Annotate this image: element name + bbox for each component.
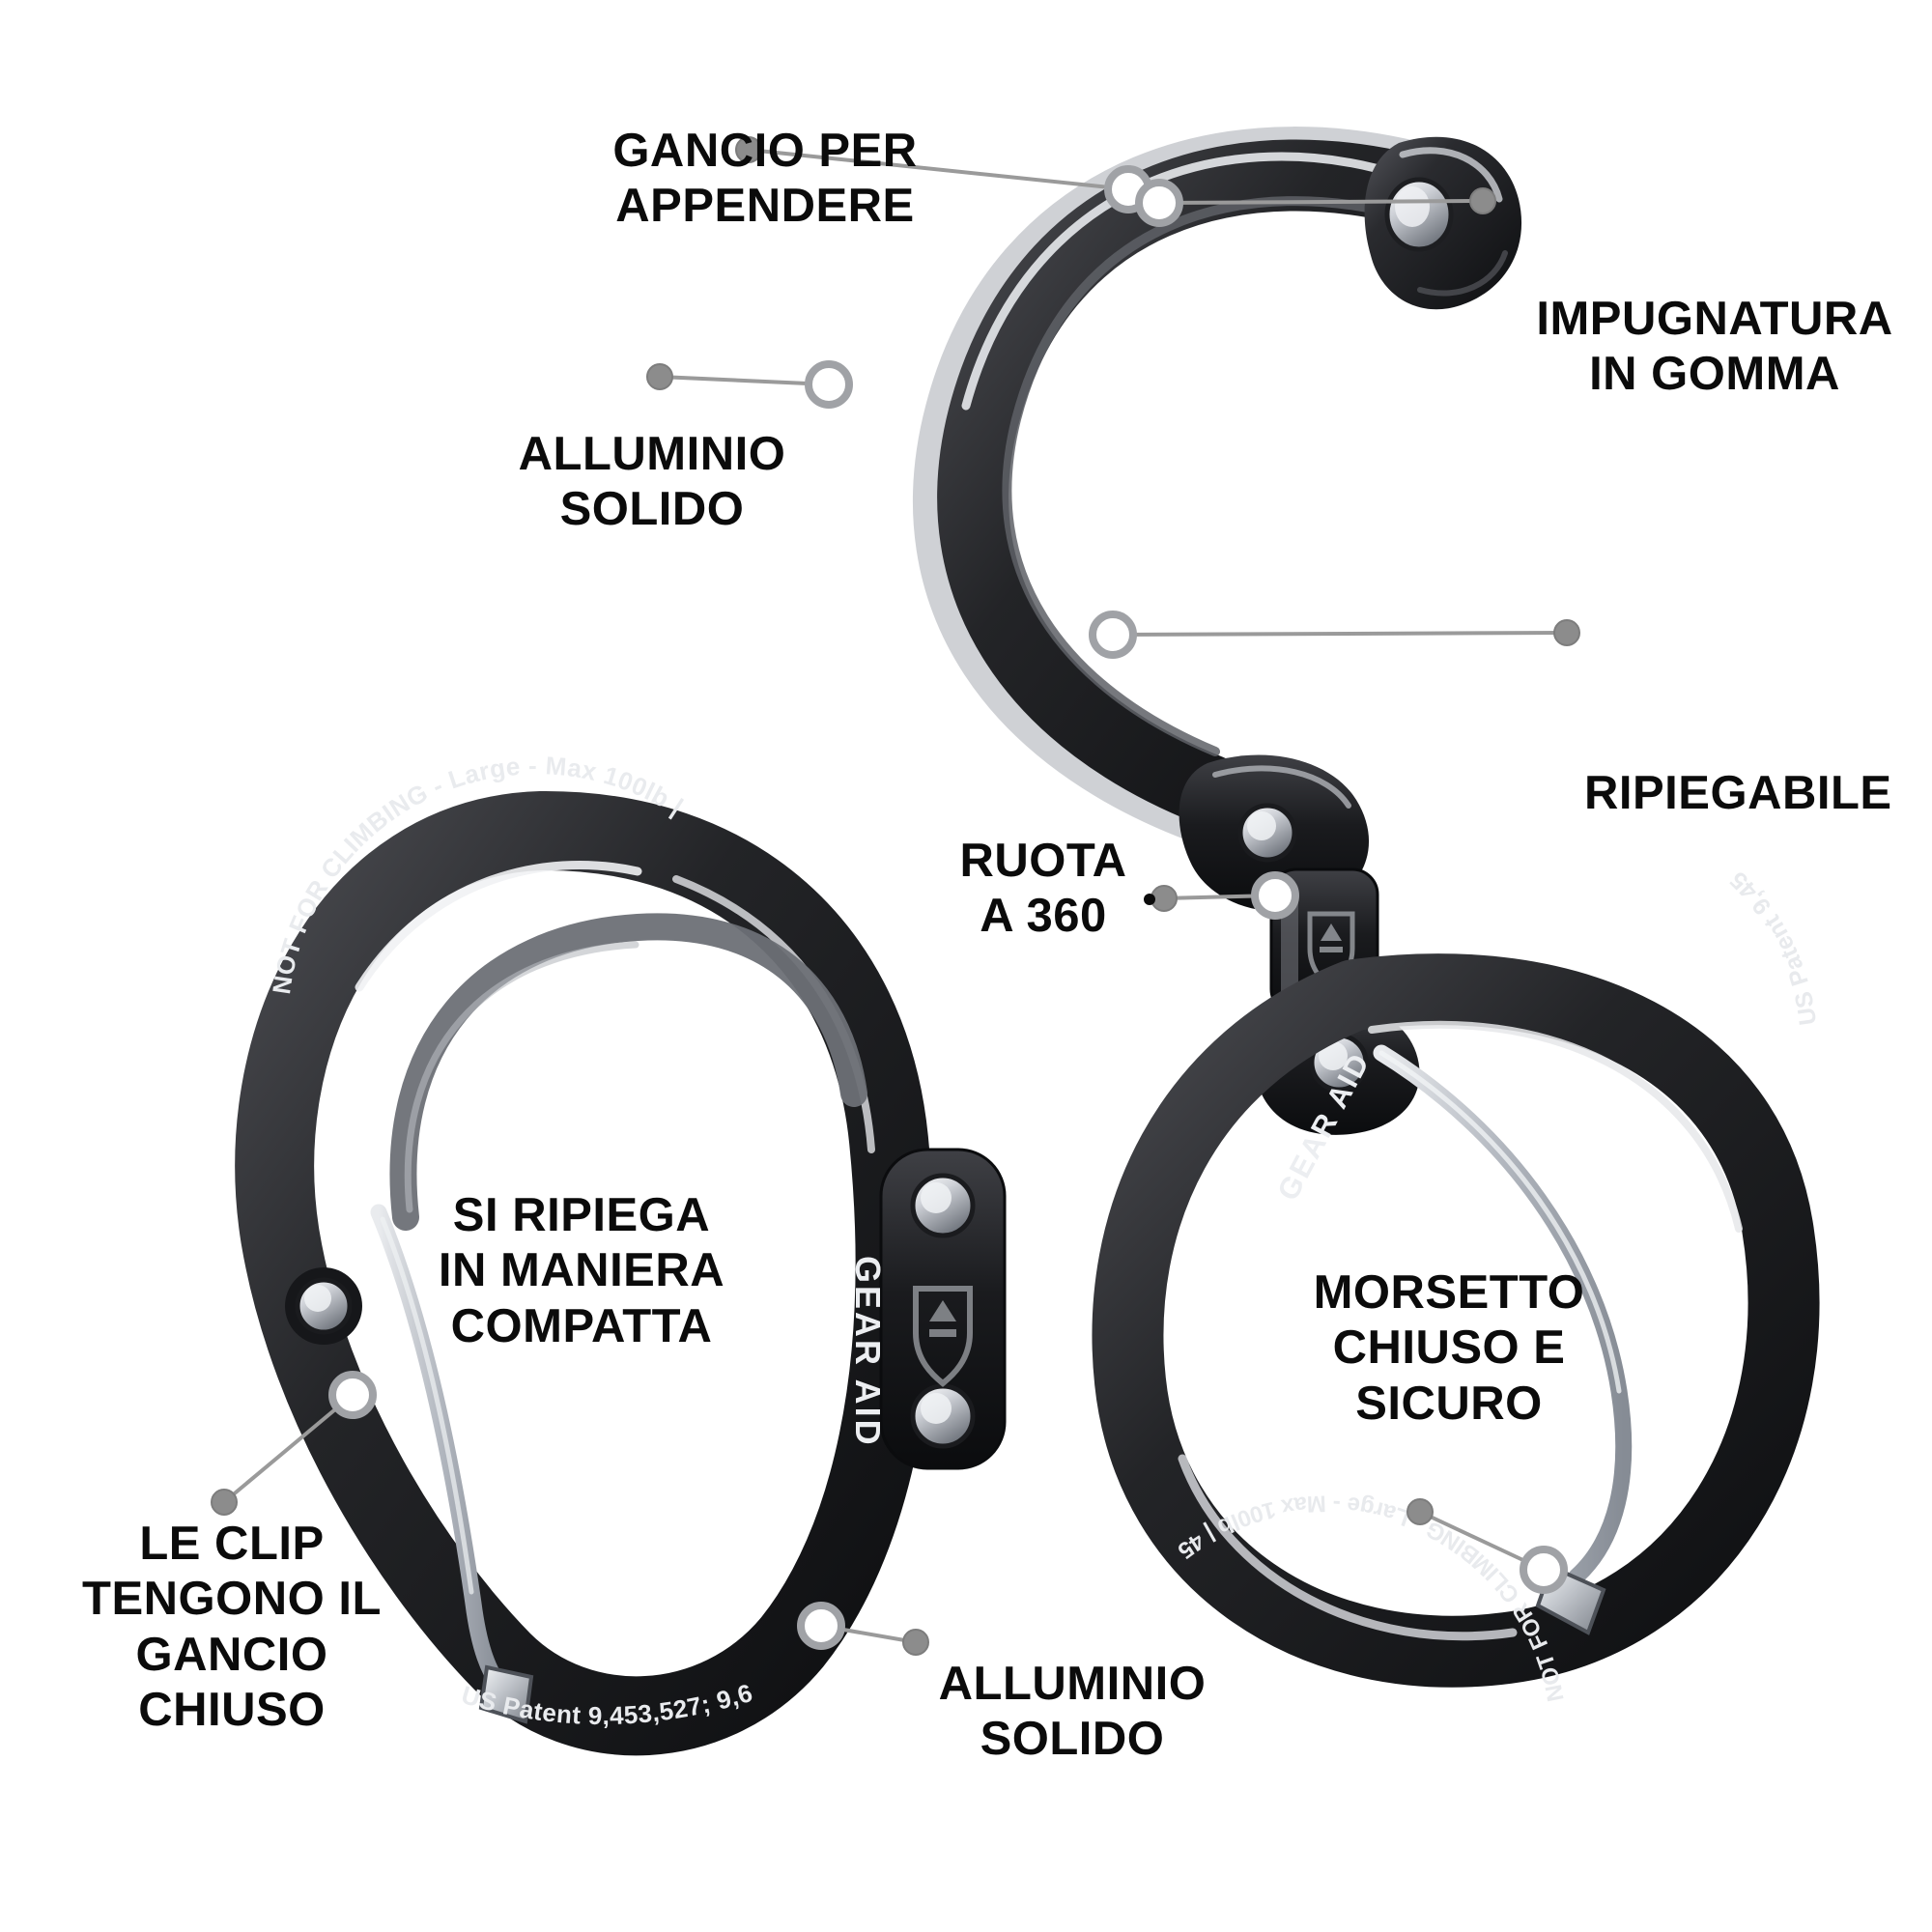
gearaid-shield-badge-left bbox=[913, 1286, 973, 1387]
leader-target-marker-secure-closed-clamp bbox=[1520, 1546, 1568, 1594]
callout-label-rubber-grip: IMPUGNATURA IN GOMMA bbox=[1536, 293, 1893, 401]
leader-dot-solid-aluminium-top bbox=[646, 363, 673, 390]
left-carabiner-folded: GEAR AID NOT FOR CLIMBING - Large - Max … bbox=[0, 0, 1007, 1756]
callout-label-rotates-360: RUOTA A 360 bbox=[959, 835, 1127, 943]
svg-text:GEAR AID: GEAR AID bbox=[848, 1256, 888, 1448]
leader-target-marker-solid-aluminium-top bbox=[805, 360, 853, 409]
leader-dot-secure-closed-clamp bbox=[1406, 1498, 1434, 1525]
callout-label-folds-compact: SI RIPIEGA IN MANIERA COMPATTA bbox=[438, 1189, 725, 1352]
folded-hook-arm bbox=[389, 913, 867, 1231]
leader-target-marker-rubber-grip bbox=[1135, 179, 1183, 227]
callout-label-solid-aluminium-bottom: ALLUMINIO SOLIDO bbox=[938, 1658, 1207, 1766]
leader-line-foldable bbox=[1112, 631, 1568, 637]
leader-target-marker-foldable bbox=[1089, 611, 1137, 659]
leader-dot-rubber-grip bbox=[1469, 187, 1496, 214]
hook-assembly bbox=[912, 127, 1522, 1135]
leader-dot-clips-hold-hook-closed bbox=[211, 1489, 238, 1516]
leader-line-hanging-hook bbox=[748, 148, 1129, 191]
left-gate-nose bbox=[478, 1664, 534, 1724]
leader-target-marker-solid-aluminium-bottom bbox=[797, 1602, 845, 1650]
leader-dot-solid-aluminium-bottom bbox=[902, 1629, 929, 1656]
left-brand-engraving: GEAR AID bbox=[848, 1256, 888, 1448]
leader-dot-hanging-hook bbox=[735, 136, 762, 163]
leader-line-rubber-grip bbox=[1158, 199, 1484, 205]
degree-symbol-dot bbox=[1144, 894, 1155, 905]
leader-target-marker-rotates-360 bbox=[1251, 871, 1299, 920]
left-hinge-plate bbox=[879, 1148, 1007, 1470]
callout-label-clips-hold-hook-closed: LE CLIP TENGONO IL GANCIO CHIUSO bbox=[82, 1518, 382, 1736]
callout-label-solid-aluminium-top: ALLUMINIO SOLIDO bbox=[518, 428, 786, 536]
callout-label-hanging-hook: GANCIO PER APPENDERE bbox=[612, 125, 918, 233]
leader-line-solid-aluminium-top bbox=[659, 375, 830, 386]
left-hinge-rivet bbox=[285, 1267, 362, 1345]
hook-arc-body bbox=[937, 139, 1475, 826]
leader-lines bbox=[211, 136, 1580, 1656]
rubber-grip bbox=[1364, 136, 1522, 310]
callout-label-secure-closed-clamp: MORSETTO CHIUSO E SICURO bbox=[1313, 1266, 1585, 1430]
leader-dot-foldable bbox=[1553, 619, 1580, 646]
callout-label-foldable: RIPIEGABILE bbox=[1584, 767, 1892, 819]
leader-target-marker-clips-hold-hook-closed bbox=[328, 1371, 377, 1419]
leader-line-clips-hold-hook-closed bbox=[222, 1393, 355, 1504]
